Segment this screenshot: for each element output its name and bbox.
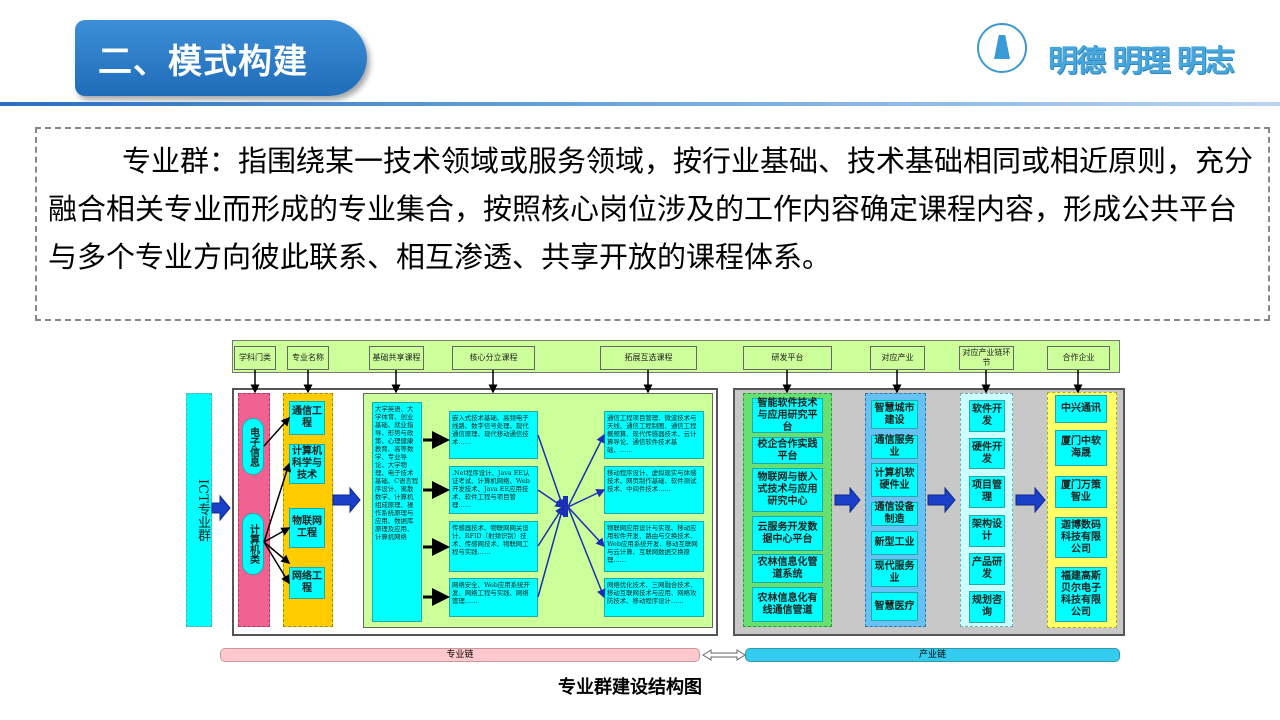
- platform-item: 校企合作实践平台: [752, 437, 823, 464]
- extension-course-box: 物联网应用设计与实现、移动应用软件开发、路由与交换技术、Web应用系统开发、移动…: [604, 521, 704, 572]
- course-hub: [563, 496, 568, 517]
- chain-link-item: 项目管理: [969, 476, 1005, 508]
- discipline-item: 计算机类: [242, 513, 264, 575]
- chain-link-item: 规划咨询: [969, 591, 1005, 623]
- enterprise-item: 福建高斯贝尔电子科技有限公司: [1055, 567, 1107, 622]
- chain-link-item: 硬件开发: [969, 438, 1005, 469]
- header-label: 拓展互选课程: [600, 346, 697, 370]
- header-label: 基础共享课程: [369, 346, 424, 370]
- university-logo-icon: [977, 23, 1027, 73]
- core-course-box: 传感器技术、物联网网关设计、RFID（射频识别）技术、传感网技术、物联网工程与实…: [449, 521, 538, 572]
- extension-course-box: 网络优化技术、三网融合技术、移动互联网技术与应用、网络攻防技术、移动程序设计……: [604, 578, 704, 617]
- slide-title: 二、模式构建: [98, 42, 308, 82]
- major-item: 物联网工程: [289, 508, 325, 548]
- extension-course-box: 通信工程项目管理、微波技术与天线、通信工程制图、通信工程概预算、现代传感器技术、…: [604, 411, 704, 459]
- platform-item: 物联网与嵌入式技术与应用研究中心: [752, 468, 823, 512]
- platform-item: 农林信息化管道系统: [752, 554, 823, 583]
- enterprise-item: 中兴通讯: [1055, 395, 1107, 423]
- header-label: 学科门类: [234, 346, 276, 370]
- industry-item: 新型工业: [871, 531, 918, 555]
- discipline-item: 电子信息: [242, 418, 264, 475]
- title-banner: [75, 20, 367, 96]
- platform-item: 智能软件技术与应用研究平台: [752, 398, 823, 433]
- header-label: 核心分立课程: [452, 346, 535, 370]
- chain-link-item: 软件开发: [969, 400, 1005, 432]
- header-label: 对应产业: [870, 346, 925, 370]
- major-item: 计算机科学与技术: [289, 444, 325, 484]
- enterprise-item: 厦门中软海晟: [1055, 430, 1107, 466]
- industry-item: 智慧城市建设: [871, 400, 918, 429]
- definition-text: 专业群：指围绕某一技术领域或服务领域，按行业基础、技术基础相同或相近原则，充分融…: [48, 144, 1254, 274]
- major-item: 网络工程: [289, 567, 325, 599]
- chain-link-column: [960, 393, 1013, 627]
- platform-item: 农林信息化有线通信管道: [752, 587, 823, 622]
- industry-item: 计算机软硬件业: [871, 463, 918, 497]
- header-label: 研发平台: [743, 346, 832, 370]
- diagram-caption: 专业群建设结构图: [558, 677, 702, 698]
- enterprise-item: 厦门万策智业: [1055, 476, 1107, 508]
- header-label: 合作企业: [1047, 346, 1110, 370]
- industry-item: 通信服务业: [871, 435, 918, 459]
- header-divider: [0, 102, 1280, 106]
- header-label: 对应产业链环节: [959, 346, 1014, 370]
- ict-label: ICT专业群: [195, 478, 210, 542]
- platform-item: 云服务开发数据中心平台: [752, 516, 823, 551]
- major-item: 通信工程: [289, 401, 325, 435]
- core-course-box: .Net程序设计、Java EE认证考试、计算机网络、Web开发技术、Java …: [449, 466, 538, 514]
- header-label: 专业名称: [287, 346, 329, 370]
- industry-item: 现代服务业: [871, 559, 918, 587]
- enterprise-item: 迦博数码科技有限公司: [1055, 517, 1107, 558]
- extension-course-box: 移动程序设计、虚拟现实与体感技术、网页制作基础、软件测试技术、中间件技术……: [604, 466, 704, 514]
- industry-chain-bar: 产业链: [745, 648, 1120, 662]
- chain-link-item: 架构设计: [969, 515, 1005, 547]
- chain-link-item: 产品研发: [969, 553, 1005, 585]
- core-course-box: 嵌入式技术基础、高频电子线路、数字信号处理、现代通信原理、现代移动通信技术……: [449, 411, 538, 459]
- industry-item: 通信设备制造: [871, 502, 918, 526]
- definition-box: [35, 127, 1270, 321]
- industry-item: 智慧医疗: [871, 592, 918, 621]
- motto: 明德 明理 明志: [1048, 44, 1235, 79]
- core-course-box: 网络安全、Web应用系统开发、网络工程与实践、网络管理……: [449, 578, 538, 617]
- basic-courses: 大学英语、大学体育、创业基础、就业指导、形势与政策、心理健康教育、高等数学、专业…: [372, 402, 422, 622]
- professional-chain-bar: 专业链: [220, 648, 700, 662]
